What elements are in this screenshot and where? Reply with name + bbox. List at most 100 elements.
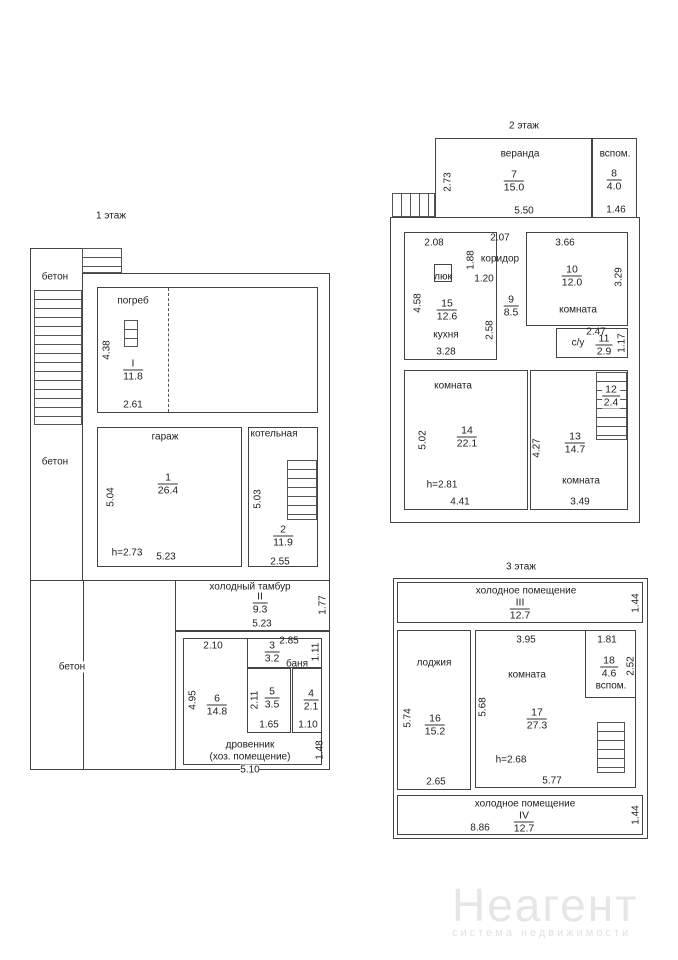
- room-name: комната: [559, 304, 597, 316]
- ceiling-height: h=2.73: [111, 547, 143, 559]
- room-3: [247, 638, 322, 668]
- dimension: 1.88: [465, 250, 477, 270]
- room-wc: [556, 328, 628, 358]
- dimension: 4.38: [101, 340, 113, 360]
- dimension: 3.66: [555, 237, 575, 249]
- dimension: 2.65: [426, 776, 446, 788]
- dimension: 1.65: [259, 719, 279, 731]
- room-name: котельная: [250, 428, 298, 440]
- interior-stairs: [287, 460, 317, 520]
- floor-2-title: 2 этаж: [509, 120, 539, 132]
- room-cold-vestibule: [175, 580, 330, 631]
- dimension: 5.74: [402, 708, 414, 728]
- veranda-steps: [392, 193, 435, 217]
- room-name: вспом.: [599, 148, 631, 160]
- room-name: погреб: [117, 295, 149, 307]
- dimension: 2.55: [270, 556, 290, 568]
- room-loggia: [397, 630, 471, 790]
- dimension: 3.49: [570, 496, 590, 508]
- room-5: [247, 668, 291, 733]
- watermark-tagline: система недвижимости: [452, 927, 632, 939]
- dimension: 2.11: [249, 690, 261, 710]
- room-name: холодное помещение: [474, 798, 576, 810]
- dimension: 1.44: [630, 593, 642, 613]
- room-13: [530, 370, 628, 510]
- room-name: коридор: [480, 253, 520, 265]
- dimension: 2.85: [279, 635, 299, 647]
- floor-2-outline: [390, 217, 640, 523]
- dimension: 1.17: [616, 333, 628, 353]
- room-cold-IV: [397, 795, 643, 835]
- dimension: 2.58: [484, 320, 496, 340]
- dimension: 1.81: [597, 634, 617, 646]
- dimension: 4.95: [187, 690, 199, 710]
- dimension: 5.77: [542, 775, 562, 787]
- interior-stairs: [597, 722, 625, 773]
- room-name: вспом.: [595, 680, 627, 692]
- room-name: (хоз. помещение): [209, 751, 291, 763]
- room-name: гараж: [151, 431, 179, 443]
- dimension: 1.46: [606, 204, 626, 216]
- exterior-stairs: [34, 290, 82, 425]
- dimension: 5.02: [417, 430, 429, 450]
- room-name: комната: [434, 380, 472, 392]
- floor-3-outline: [393, 578, 648, 839]
- dimension: 2.07: [490, 232, 510, 244]
- hatch-icon: [434, 264, 452, 282]
- room-name: холодный тамбур: [209, 581, 291, 593]
- dimension: 5.10: [240, 764, 260, 776]
- room-kitchen: [404, 232, 497, 360]
- room-4: [292, 668, 322, 733]
- room-cold-III: [397, 582, 643, 623]
- room-name: комната: [562, 475, 600, 487]
- floor-3-title: 3 этаж: [506, 561, 536, 573]
- dimension: 5.04: [105, 487, 117, 507]
- room-name: веранда: [500, 148, 540, 160]
- dimension: 2.47: [586, 326, 606, 338]
- dimension: 2.61: [123, 399, 143, 411]
- label-concrete: бетон: [41, 456, 69, 468]
- dimension: 2.10: [203, 640, 223, 652]
- ceiling-height: h=2.68: [495, 754, 527, 766]
- watermark-logo: Неагент: [452, 879, 639, 931]
- room-name: с/у: [571, 337, 585, 349]
- dimension: 8.86: [470, 822, 490, 834]
- dimension: 1.77: [317, 595, 329, 615]
- dimension: 2.73: [442, 172, 454, 192]
- floor-1-title: 1 этаж: [96, 210, 126, 222]
- dimension: 5.50: [514, 205, 534, 217]
- entrance-steps: [82, 248, 122, 273]
- dimension: 1.11: [310, 642, 322, 662]
- room-14: [404, 370, 528, 510]
- dimension: 5.03: [252, 489, 264, 509]
- dimension: 5.23: [252, 618, 272, 630]
- dimension: 4.58: [412, 293, 424, 313]
- label-concrete: бетон: [41, 271, 69, 283]
- dimension: 2.08: [424, 237, 444, 249]
- dimension: 2.52: [625, 656, 637, 676]
- room-garage: [97, 427, 242, 567]
- room-name: лоджия: [416, 657, 452, 669]
- room-aux-18: [585, 630, 636, 698]
- hatch-label: люк: [434, 271, 452, 283]
- room-name: баня: [286, 658, 308, 670]
- dimension: 1.20: [474, 273, 494, 285]
- room-name: комната: [508, 669, 546, 681]
